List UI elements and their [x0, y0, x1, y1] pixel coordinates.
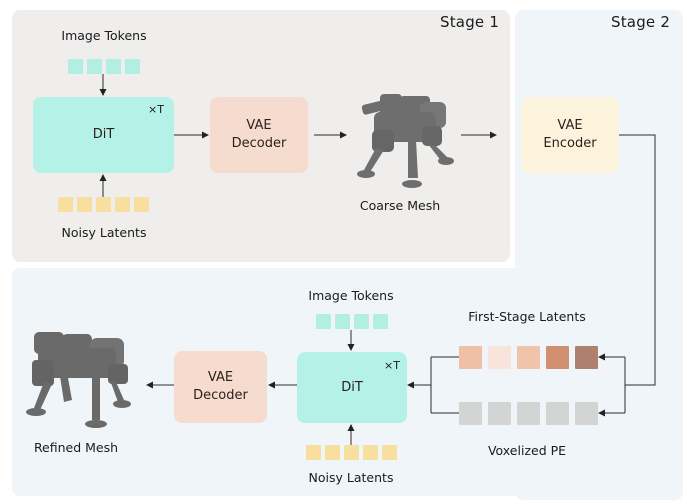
voxelized-pe-token [575, 402, 598, 425]
image-token [106, 59, 121, 74]
line-encoder-down [619, 134, 656, 386]
vae-encoder-label: VAE Encoder [543, 118, 597, 151]
refined-mesh-label: Refined Mesh [33, 440, 119, 455]
noisy-latents-row [58, 197, 153, 212]
vae-decoder-block-2: VAE Decoder [174, 351, 267, 423]
voxelized-pe-token [546, 402, 569, 425]
repeat-label: ×T [148, 103, 164, 116]
dit-label: DiT [92, 127, 115, 142]
first-stage-latent-token [517, 346, 540, 369]
first-stage-latent-token [459, 346, 482, 369]
first-stage-latent-token [488, 346, 511, 369]
image-token [316, 314, 331, 329]
voxelized-pe-token [517, 402, 540, 425]
stage2-title: Stage 2 [611, 13, 671, 31]
noisy-latent-token [363, 445, 378, 460]
vae-decoder-label-2: VAE Decoder [193, 370, 248, 403]
image-token [87, 59, 102, 74]
dit-block-2: DiT [297, 352, 407, 423]
first-stage-latent-token [575, 346, 598, 369]
image-token [354, 314, 369, 329]
noisy-latent-token [382, 445, 397, 460]
refined-mesh-image [26, 332, 131, 428]
noisy-latent-token [134, 197, 149, 212]
noisy-latent-token [77, 197, 92, 212]
vae-encoder-block: VAE Encoder [521, 97, 619, 173]
noisy-latent-token [96, 197, 111, 212]
noisy-latents-row-2 [306, 445, 401, 460]
image-tokens-label-2: Image Tokens [308, 288, 394, 303]
vae-decoder-block: VAE Decoder [210, 97, 308, 173]
image-tokens-row-2 [316, 314, 392, 329]
voxelized-pe-label: Voxelized PE [487, 443, 567, 458]
noisy-latent-token [344, 445, 359, 460]
dit-label-2: DiT [341, 379, 363, 395]
image-token [335, 314, 350, 329]
image-tokens-row [68, 59, 144, 74]
noisy-latent-token [325, 445, 340, 460]
image-token [125, 59, 140, 74]
stage1-title: Stage 1 [440, 13, 500, 31]
first-stage-latents-label: First-Stage Latents [468, 309, 586, 324]
voxelized-pe-token [459, 402, 482, 425]
voxelized-pe-row [459, 402, 599, 425]
repeat-label-2: ×T [384, 359, 400, 372]
noisy-latent-token [115, 197, 130, 212]
image-token [373, 314, 388, 329]
coarse-mesh-label: Coarse Mesh [359, 198, 441, 213]
dit-block: DiT [33, 97, 174, 173]
image-token [68, 59, 83, 74]
noisy-latents-label: Noisy Latents [61, 225, 147, 240]
noisy-latent-token [58, 197, 73, 212]
first-stage-latents-row [459, 346, 599, 369]
voxelized-pe-token [488, 402, 511, 425]
noisy-latent-token [306, 445, 321, 460]
first-stage-latent-token [546, 346, 569, 369]
coarse-mesh-image [357, 94, 454, 188]
vae-decoder-label: VAE Decoder [231, 118, 287, 151]
image-tokens-label: Image Tokens [61, 28, 147, 43]
noisy-latents-label-2: Noisy Latents [308, 470, 394, 485]
